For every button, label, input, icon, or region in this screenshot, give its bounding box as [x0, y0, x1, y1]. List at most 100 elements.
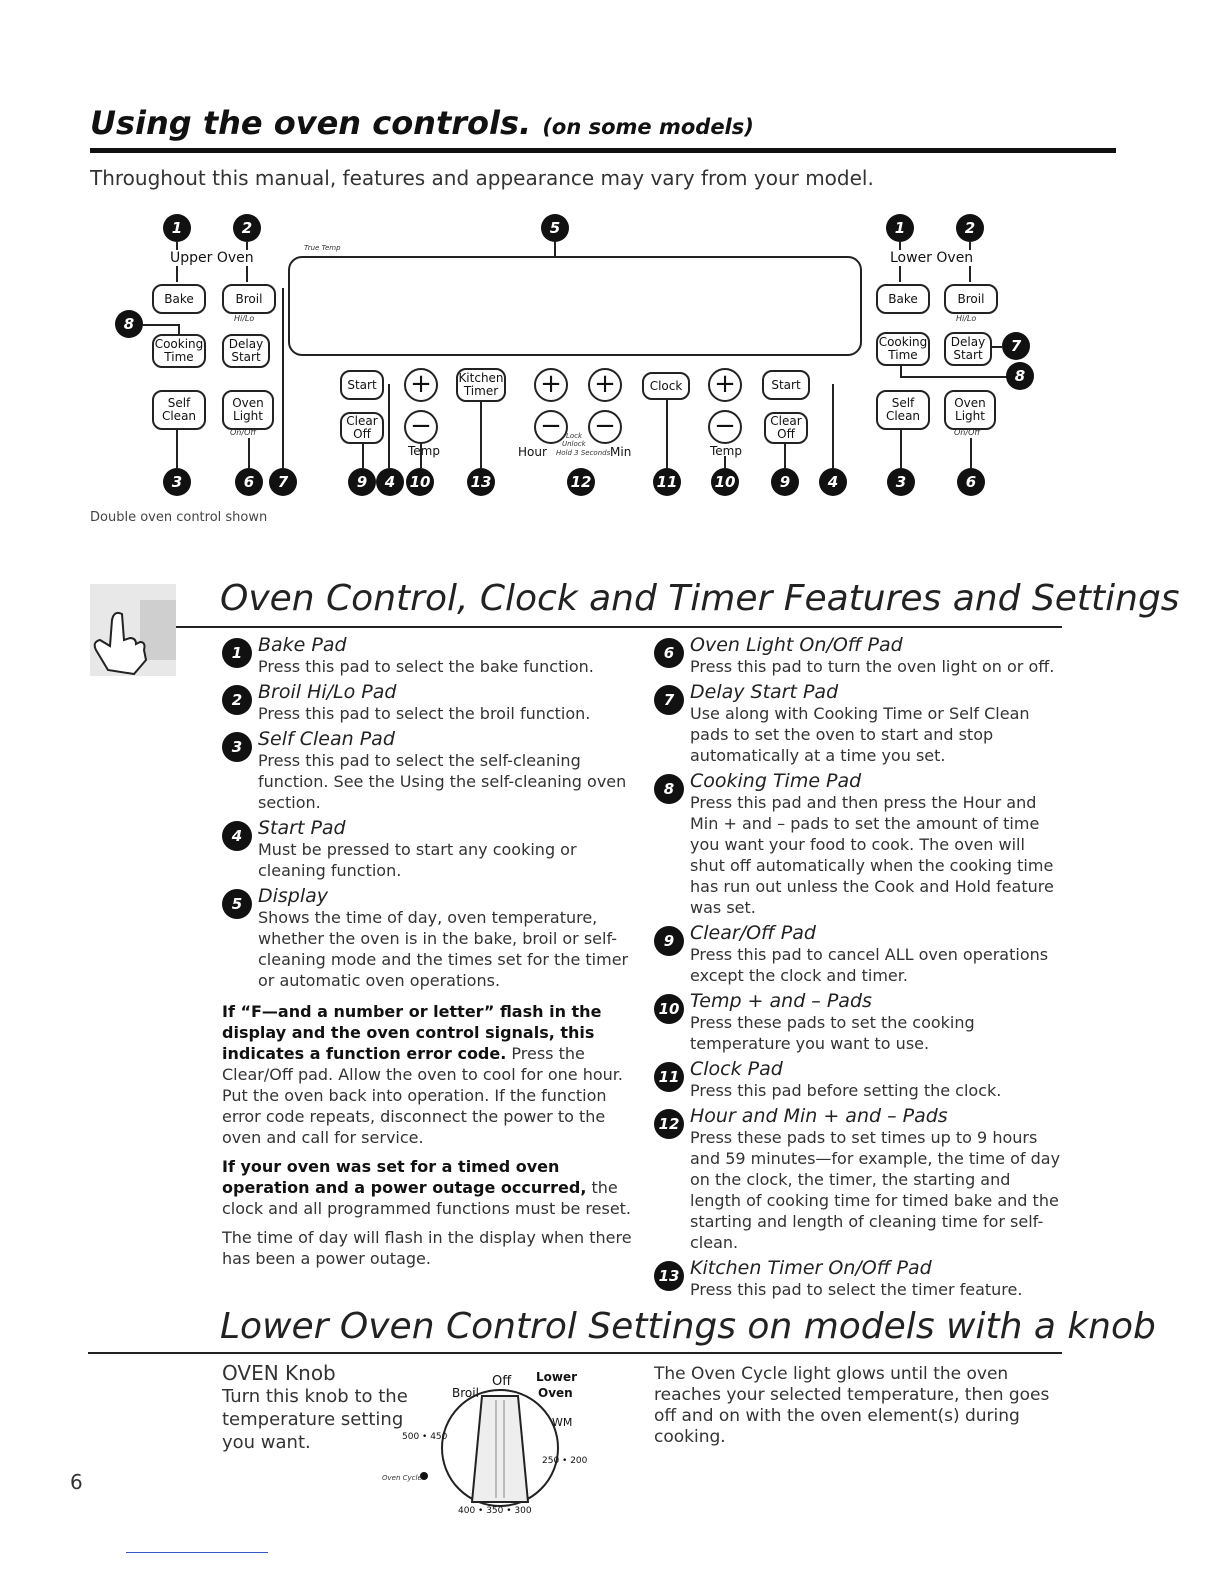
callout-1: 1: [163, 214, 191, 242]
bake-pad[interactable]: Bake: [152, 284, 206, 314]
unlock-label: Unlock: [562, 440, 586, 448]
knob-broil-label: Broil: [452, 1386, 479, 1400]
hour-plus[interactable]: +: [534, 368, 568, 402]
start-pad-right[interactable]: Start: [762, 370, 810, 400]
callout-3: 3: [163, 468, 191, 496]
bake-pad-lower[interactable]: Bake: [876, 284, 930, 314]
callout-6-lower: 6: [957, 468, 985, 496]
knob-lower-label: Lower: [536, 1370, 578, 1384]
upper-oven-label: Upper Oven: [170, 250, 254, 266]
power-outage-paragraph: If your oven was set for a timed oven op…: [222, 1157, 632, 1218]
oven-knob-dial[interactable]: Off Broil Lower Oven WM 500 • 450 400 • …: [378, 1362, 598, 1522]
features-rule: [176, 626, 1062, 628]
start-pad-left[interactable]: Start: [340, 370, 384, 400]
on-off-label-lower: On/Off: [954, 428, 981, 437]
min-label: Min: [610, 445, 632, 459]
lock-label: Lock: [566, 432, 583, 440]
features-title: Oven Control, Clock and Timer Features a…: [220, 578, 1180, 619]
true-temp-label: True Temp: [304, 244, 341, 252]
temp-label-right: Temp: [710, 444, 742, 458]
hi-lo-label-lower: Hi/Lo: [956, 314, 977, 323]
broil-pad[interactable]: Broil: [222, 284, 276, 314]
title-rule: [90, 148, 1116, 153]
callout-10-left: 10: [406, 468, 434, 496]
callout-13: 13: [467, 468, 495, 496]
on-off-label: On/Off: [230, 428, 257, 437]
feature-start: 4 Start Pad Must be pressed to start any…: [222, 817, 634, 881]
knob-off-label: Off: [492, 1374, 512, 1389]
callout-3-lower: 3: [887, 468, 915, 496]
hand-pointer-icon: [88, 580, 178, 680]
knob-right-temps: 250 • 200: [542, 1456, 588, 1466]
feature-clear-off: 9 Clear/Off Pad Press this pad to cancel…: [654, 922, 1064, 986]
min-minus[interactable]: −: [588, 410, 622, 444]
temp-plus-left[interactable]: +: [404, 368, 438, 402]
oven-cycle-label: Oven Cycle: [382, 1474, 422, 1482]
callout-9-left: 9: [348, 468, 376, 496]
temp-minus-left[interactable]: −: [404, 410, 438, 444]
feature-kitchen-timer: 13 Kitchen Timer On/Off Pad Press this p…: [654, 1257, 1064, 1300]
feature-oven-light: 6 Oven Light On/Off Pad Press this pad t…: [654, 634, 1064, 677]
hour-label: Hour: [518, 445, 547, 459]
knob-bottom-temps: 400 • 350 • 300: [458, 1506, 532, 1516]
callout-10-right: 10: [711, 468, 739, 496]
title-sub: (on some models): [542, 115, 754, 139]
knob-name: OVEN Knob: [222, 1361, 336, 1385]
feature-self-clean: 3 Self Clean Pad Press this pad to selec…: [222, 728, 634, 813]
feature-hour-min: 12 Hour and Min + and – Pads Press these…: [654, 1105, 1064, 1253]
intro-text: Throughout this manual, features and app…: [90, 166, 874, 190]
diagram-caption: Double oven control shown: [90, 510, 268, 525]
feature-bake: 1 Bake Pad Press this pad to select the …: [222, 634, 634, 677]
callout-1-lower: 1: [886, 214, 914, 242]
bottom-link-line: [126, 1552, 268, 1553]
temp-minus-right[interactable]: −: [708, 410, 742, 444]
flash-paragraph: The time of day will flash in the displa…: [222, 1228, 632, 1268]
hold-label: Hold 3 Seconds: [556, 449, 611, 457]
page-title: Using the oven controls. (on some models…: [90, 104, 754, 142]
features-left-column: 1 Bake Pad Press this pad to select the …: [222, 634, 634, 1277]
control-panel-diagram: 1 2 Upper Oven Bake Broil Hi/Lo 8 Cookin…: [90, 200, 1120, 520]
display-window: [288, 256, 862, 356]
knob-left-temps: 500 • 450: [402, 1432, 448, 1442]
callout-7: 7: [269, 468, 297, 496]
temp-label-left: Temp: [408, 444, 440, 458]
lower-oven-label: Lower Oven: [890, 250, 974, 266]
callout-5: 5: [541, 214, 569, 242]
features-right-column: 6 Oven Light On/Off Pad Press this pad t…: [654, 634, 1064, 1304]
callout-8-lower: 8: [1006, 362, 1034, 390]
error-code-paragraph: If “F—and a number or letter” flash in t…: [222, 1002, 623, 1147]
feature-clock: 11 Clock Pad Press this pad before setti…: [654, 1058, 1064, 1101]
min-plus[interactable]: +: [588, 368, 622, 402]
feature-delay-start: 7 Delay Start Pad Use along with Cooking…: [654, 681, 1064, 766]
feature-cooking-time: 8 Cooking Time Pad Press this pad and th…: [654, 770, 1064, 918]
callout-6: 6: [235, 468, 263, 496]
hour-minus[interactable]: −: [534, 410, 568, 444]
callout-2-lower: 2: [956, 214, 984, 242]
callout-4-right: 4: [819, 468, 847, 496]
feature-temp: 10 Temp + and – Pads Press these pads to…: [654, 990, 1064, 1054]
callout-11: 11: [653, 468, 681, 496]
feature-broil: 2 Broil Hi/Lo Pad Press this pad to sele…: [222, 681, 634, 724]
clock-pad[interactable]: Clock: [642, 372, 690, 400]
callout-2: 2: [233, 214, 261, 242]
knob-oven-label: Oven: [538, 1386, 573, 1400]
title-main: Using the oven controls.: [90, 104, 532, 142]
oven-cycle-paragraph: The Oven Cycle light glows until the ove…: [654, 1364, 1050, 1447]
lower-section-title: Lower Oven Control Settings on models wi…: [220, 1306, 1156, 1347]
temp-plus-right[interactable]: +: [708, 368, 742, 402]
callout-9-right: 9: [771, 468, 799, 496]
callout-7-lower: 7: [1002, 332, 1030, 360]
lower-section-rule: [88, 1352, 1062, 1354]
broil-pad-lower[interactable]: Broil: [944, 284, 998, 314]
